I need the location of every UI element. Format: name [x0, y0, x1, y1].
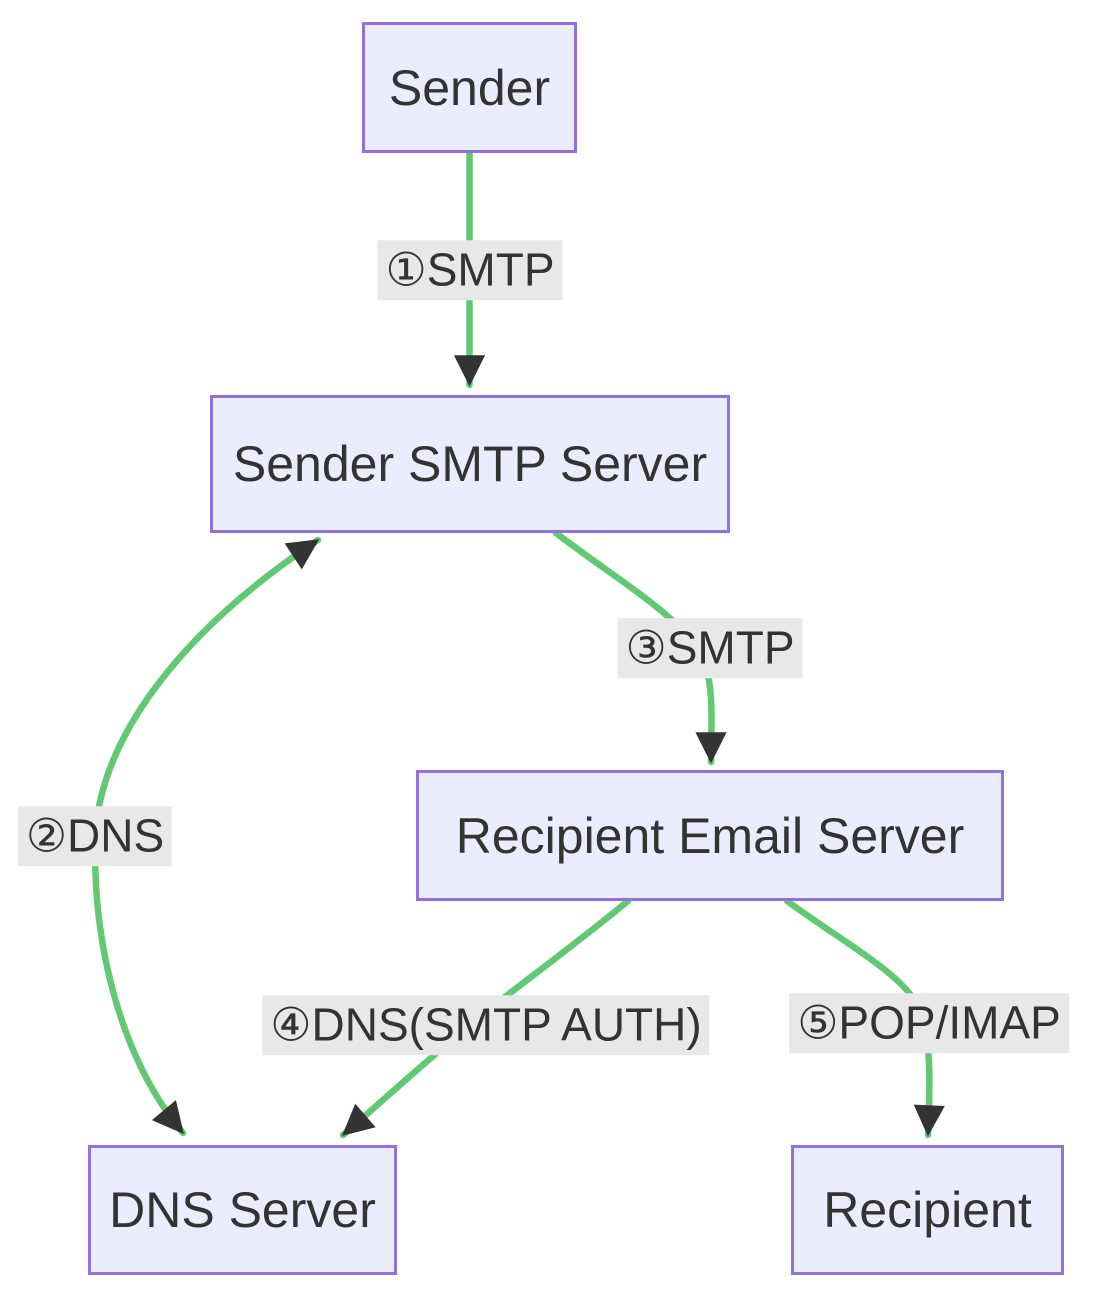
node-sender-smtp-server: Sender SMTP Server: [210, 395, 730, 533]
edge-label-dns-smtp-auth-4: ④DNS(SMTP AUTH): [262, 995, 710, 1055]
node-dns-server: DNS Server: [88, 1145, 397, 1275]
node-sender: Sender: [362, 22, 577, 153]
node-recipient: Recipient: [791, 1145, 1064, 1275]
edge-label-smtp-3: ③SMTP: [617, 618, 803, 678]
edge-label-smtp-1: ①SMTP: [377, 240, 563, 300]
node-recipient-email-server: Recipient Email Server: [416, 770, 1004, 901]
edge-label-pop-imap-5: ⑤POP/IMAP: [789, 993, 1069, 1053]
edge-label-dns-2: ②DNS: [17, 806, 173, 866]
